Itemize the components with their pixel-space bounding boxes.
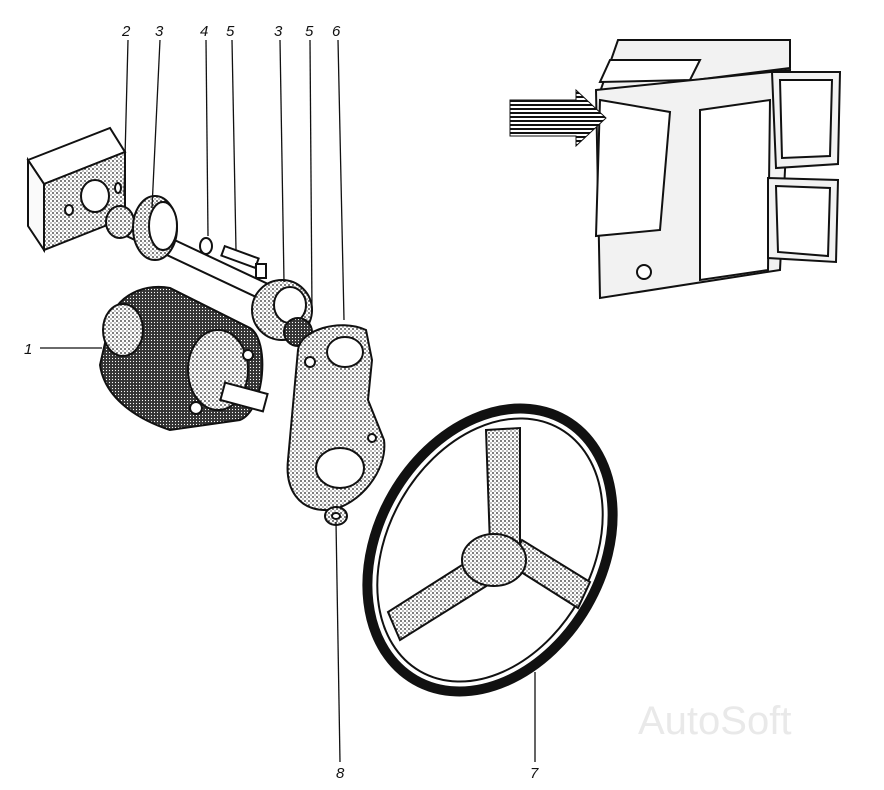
hydraulic-steering-unit [98,285,269,432]
direction-arrow [509,88,607,148]
callout-7: 7 [530,765,539,782]
callout-labels: 2 3 4 5 3 5 6 1 8 7 [24,23,539,782]
callout-3: 3 [155,23,164,40]
callout-8: 8 [336,765,345,782]
leader-lines [40,39,536,763]
mounting-box [26,126,127,254]
nut [324,506,348,526]
callout-5: 5 [226,23,235,40]
steering-shaft-assembly [105,195,313,347]
bolt [220,244,267,279]
callout-1: 1 [24,341,32,358]
callout-6: 6 [332,23,341,40]
callout-5-second: 5 [305,23,314,40]
callout-3-second: 3 [274,23,283,40]
watermark-logo: AutoSoft [638,699,791,743]
mounting-bracket [286,324,386,512]
callout-2: 2 [121,23,131,40]
steering-wheel [362,403,618,697]
operator-cab-illustration [594,39,842,300]
callout-4: 4 [200,23,208,40]
